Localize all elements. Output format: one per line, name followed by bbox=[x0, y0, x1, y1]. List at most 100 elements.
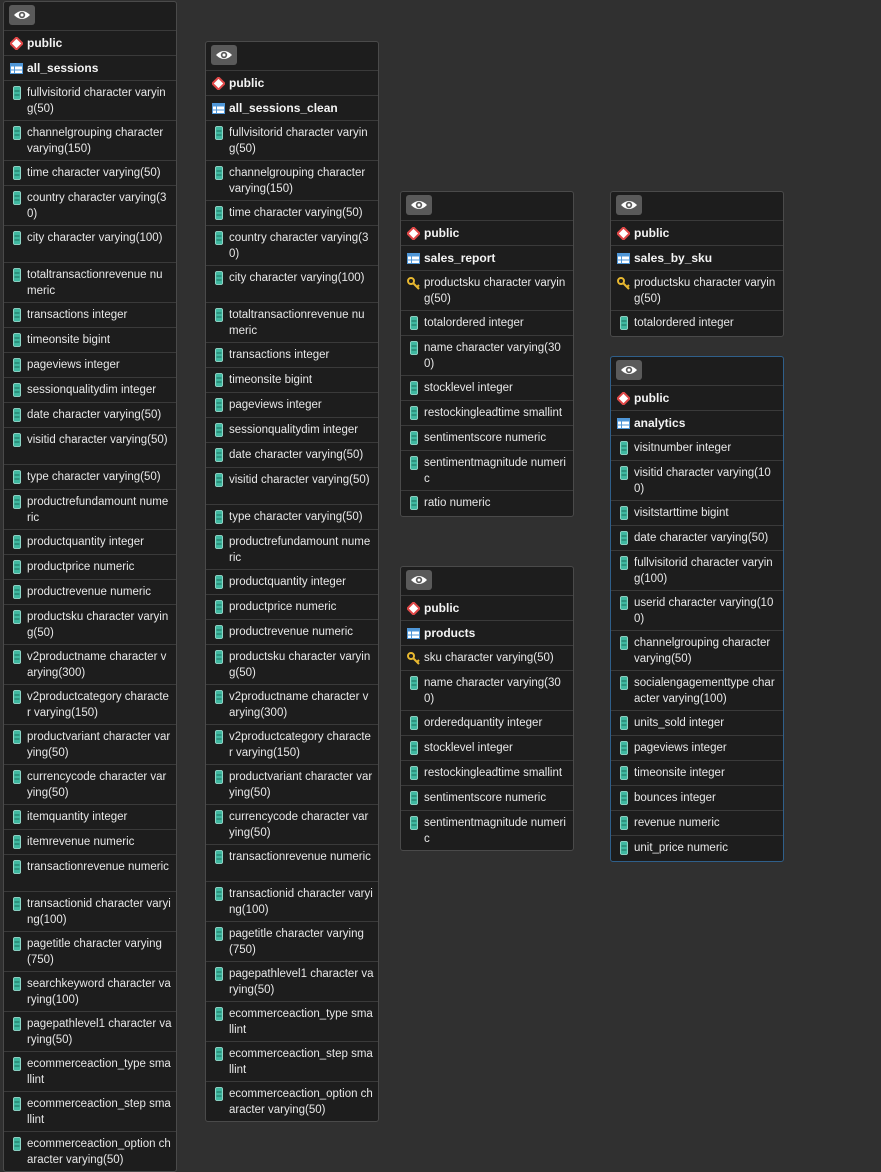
column-row[interactable]: socialengagementtype character varying(1… bbox=[611, 671, 783, 711]
schema-row[interactable]: public bbox=[401, 221, 573, 246]
column-row[interactable]: pagepathlevel1 character varying(50) bbox=[206, 962, 378, 1002]
column-row[interactable]: date character varying(50) bbox=[611, 526, 783, 551]
column-row[interactable]: pageviews integer bbox=[206, 393, 378, 418]
column-row[interactable]: productvariant character varying(50) bbox=[4, 725, 176, 765]
column-row[interactable]: timeonsite bigint bbox=[4, 328, 176, 353]
column-row[interactable]: pagetitle character varying(750) bbox=[4, 932, 176, 972]
column-row[interactable]: sku character varying(50) bbox=[401, 646, 573, 671]
column-row[interactable]: country character varying(30) bbox=[206, 226, 378, 266]
column-row[interactable]: userid character varying(100) bbox=[611, 591, 783, 631]
column-row[interactable]: type character varying(50) bbox=[4, 465, 176, 490]
schema-row[interactable]: public bbox=[206, 71, 378, 96]
column-row[interactable]: channelgrouping character varying(150) bbox=[206, 161, 378, 201]
column-row[interactable]: productquantity integer bbox=[4, 530, 176, 555]
column-row[interactable]: productsku character varying(50) bbox=[4, 605, 176, 645]
column-row[interactable]: channelgrouping character varying(50) bbox=[611, 631, 783, 671]
column-row[interactable]: ecommerceaction_type smallint bbox=[4, 1052, 176, 1092]
column-row[interactable]: productrevenue numeric bbox=[4, 580, 176, 605]
column-row[interactable]: pageviews integer bbox=[4, 353, 176, 378]
column-row[interactable]: totalordered integer bbox=[611, 311, 783, 336]
column-row[interactable]: totaltransactionrevenue numeric bbox=[206, 303, 378, 343]
column-row[interactable]: productprice numeric bbox=[206, 595, 378, 620]
column-row[interactable]: sessionqualitydim integer bbox=[206, 418, 378, 443]
column-row[interactable]: transactionid character varying(100) bbox=[206, 882, 378, 922]
column-row[interactable]: ecommerceaction_option character varying… bbox=[4, 1132, 176, 1171]
column-row[interactable]: currencycode character varying(50) bbox=[4, 765, 176, 805]
column-row[interactable]: type character varying(50) bbox=[206, 505, 378, 530]
table-name-row[interactable]: analytics bbox=[611, 411, 783, 436]
column-row[interactable]: ratio numeric bbox=[401, 491, 573, 516]
column-row[interactable]: fullvisitorid character varying(50) bbox=[4, 81, 176, 121]
column-row[interactable]: productsku character varying(50) bbox=[611, 271, 783, 311]
column-row[interactable]: ecommerceaction_step smallint bbox=[4, 1092, 176, 1132]
column-row[interactable]: transactionid character varying(100) bbox=[4, 892, 176, 932]
column-row[interactable]: itemquantity integer bbox=[4, 805, 176, 830]
column-row[interactable]: sentimentscore numeric bbox=[401, 426, 573, 451]
schema-row[interactable]: public bbox=[401, 596, 573, 621]
column-row[interactable]: timeonsite integer bbox=[611, 761, 783, 786]
column-row[interactable]: restockingleadtime smallint bbox=[401, 761, 573, 786]
column-row[interactable]: v2productcategory character varying(150) bbox=[206, 725, 378, 765]
column-row[interactable]: date character varying(50) bbox=[4, 403, 176, 428]
column-row[interactable]: restockingleadtime smallint bbox=[401, 401, 573, 426]
column-row[interactable]: productrefundamount numeric bbox=[206, 530, 378, 570]
column-row[interactable]: visitid character varying(100) bbox=[611, 461, 783, 501]
column-row[interactable]: city character varying(100) bbox=[4, 226, 176, 263]
column-row[interactable]: date character varying(50) bbox=[206, 443, 378, 468]
column-row[interactable]: stocklevel integer bbox=[401, 376, 573, 401]
column-row[interactable]: ecommerceaction_step smallint bbox=[206, 1042, 378, 1082]
column-row[interactable]: productquantity integer bbox=[206, 570, 378, 595]
table-name-row[interactable]: all_sessions_clean bbox=[206, 96, 378, 121]
column-row[interactable]: totalordered integer bbox=[401, 311, 573, 336]
eye-icon[interactable] bbox=[616, 195, 642, 215]
column-row[interactable]: searchkeyword character varying(100) bbox=[4, 972, 176, 1012]
column-row[interactable]: transactions integer bbox=[206, 343, 378, 368]
column-row[interactable]: pagetitle character varying(750) bbox=[206, 922, 378, 962]
eye-icon[interactable] bbox=[211, 45, 237, 65]
column-row[interactable]: sentimentmagnitude numeric bbox=[401, 811, 573, 850]
column-row[interactable]: fullvisitorid character varying(100) bbox=[611, 551, 783, 591]
column-row[interactable]: visitid character varying(50) bbox=[206, 468, 378, 505]
schema-row[interactable]: public bbox=[611, 386, 783, 411]
column-row[interactable]: v2productcategory character varying(150) bbox=[4, 685, 176, 725]
table-name-row[interactable]: sales_report bbox=[401, 246, 573, 271]
column-row[interactable]: fullvisitorid character varying(50) bbox=[206, 121, 378, 161]
table-name-row[interactable]: sales_by_sku bbox=[611, 246, 783, 271]
column-row[interactable]: sentimentscore numeric bbox=[401, 786, 573, 811]
column-row[interactable]: orderedquantity integer bbox=[401, 711, 573, 736]
column-row[interactable]: pageviews integer bbox=[611, 736, 783, 761]
column-row[interactable]: name character varying(300) bbox=[401, 671, 573, 711]
column-row[interactable]: sessionqualitydim integer bbox=[4, 378, 176, 403]
column-row[interactable]: revenue numeric bbox=[611, 811, 783, 836]
eye-icon[interactable] bbox=[406, 570, 432, 590]
column-row[interactable]: productsku character varying(50) bbox=[206, 645, 378, 685]
column-row[interactable]: transactionrevenue numeric bbox=[206, 845, 378, 882]
column-row[interactable]: itemrevenue numeric bbox=[4, 830, 176, 855]
schema-row[interactable]: public bbox=[611, 221, 783, 246]
table-name-row[interactable]: all_sessions bbox=[4, 56, 176, 81]
eye-icon[interactable] bbox=[406, 195, 432, 215]
column-row[interactable]: transactions integer bbox=[4, 303, 176, 328]
column-row[interactable]: timeonsite bigint bbox=[206, 368, 378, 393]
column-row[interactable]: country character varying(30) bbox=[4, 186, 176, 226]
column-row[interactable]: bounces integer bbox=[611, 786, 783, 811]
column-row[interactable]: ecommerceaction_type smallint bbox=[206, 1002, 378, 1042]
column-row[interactable]: ecommerceaction_option character varying… bbox=[206, 1082, 378, 1121]
column-row[interactable]: productvariant character varying(50) bbox=[206, 765, 378, 805]
column-row[interactable]: stocklevel integer bbox=[401, 736, 573, 761]
column-row[interactable]: visitid character varying(50) bbox=[4, 428, 176, 465]
column-row[interactable]: sentimentmagnitude numeric bbox=[401, 451, 573, 491]
column-row[interactable]: productrefundamount numeric bbox=[4, 490, 176, 530]
column-row[interactable]: channelgrouping character varying(150) bbox=[4, 121, 176, 161]
column-row[interactable]: totaltransactionrevenue numeric bbox=[4, 263, 176, 303]
column-row[interactable]: v2productname character varying(300) bbox=[206, 685, 378, 725]
column-row[interactable]: transactionrevenue numeric bbox=[4, 855, 176, 892]
column-row[interactable]: name character varying(300) bbox=[401, 336, 573, 376]
column-row[interactable]: productprice numeric bbox=[4, 555, 176, 580]
column-row[interactable]: units_sold integer bbox=[611, 711, 783, 736]
column-row[interactable]: pagepathlevel1 character varying(50) bbox=[4, 1012, 176, 1052]
